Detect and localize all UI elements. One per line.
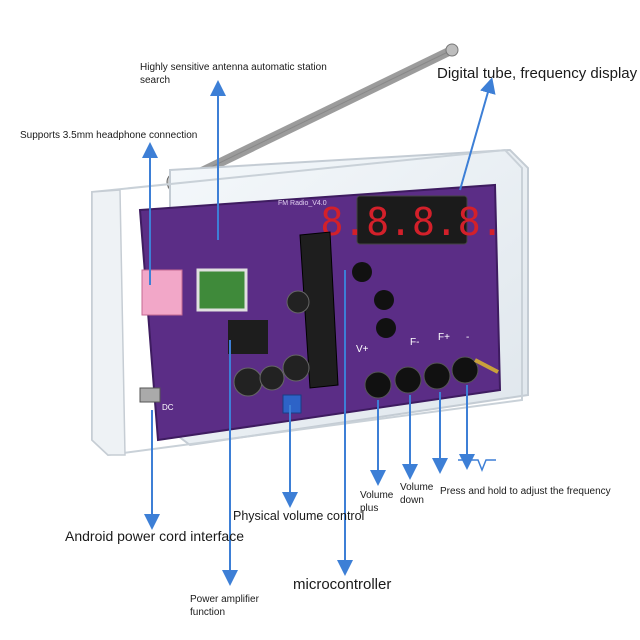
callout-headphone: Supports 3.5mm headphone connection	[20, 130, 198, 141]
volume-potentiometer	[282, 394, 302, 414]
callout-arrows	[142, 77, 496, 586]
callout-volume-down: Volume down	[400, 482, 434, 506]
button-label-vplus: V+	[356, 344, 369, 355]
amplifier-chip	[228, 320, 268, 354]
callout-antenna: Highly sensitive antenna automatic stati…	[140, 62, 327, 86]
callout-android-power: Android power cord interface	[65, 528, 244, 544]
button-label-fminus: F-	[410, 337, 419, 348]
radio-module	[196, 268, 248, 312]
button-label-fplus: F+	[438, 332, 450, 343]
transistors	[352, 262, 396, 338]
display-digits: 8.8.8.8.	[320, 200, 503, 244]
microcontroller-chip	[299, 231, 339, 389]
callout-microcontroller: microcontroller	[293, 576, 392, 593]
seven-segment-display: 8.8.8.8.	[320, 195, 504, 245]
capacitors	[233, 290, 310, 397]
callout-press-hold: Press and hold to adjust the frequency	[440, 486, 611, 497]
screw	[474, 358, 499, 374]
pcb-model-label: FM Radio_V4.0	[278, 200, 327, 207]
dc-power-jack: DC	[139, 387, 174, 412]
callout-power-amp: Power amplifier function	[190, 594, 259, 618]
dc-label: DC	[162, 403, 174, 412]
callout-volume-control: Physical volume control	[233, 509, 365, 523]
headphone-jack	[141, 269, 183, 316]
button-label-vminus: -	[466, 332, 469, 343]
callout-volume-plus: Volume plus	[360, 490, 394, 514]
arrow-digital-tube	[459, 77, 496, 191]
callout-digital-tube: Digital tube, frequency display	[437, 65, 638, 82]
press-hold-bracket	[458, 459, 496, 473]
tactile-buttons: V+ F- F+ -	[356, 332, 479, 399]
